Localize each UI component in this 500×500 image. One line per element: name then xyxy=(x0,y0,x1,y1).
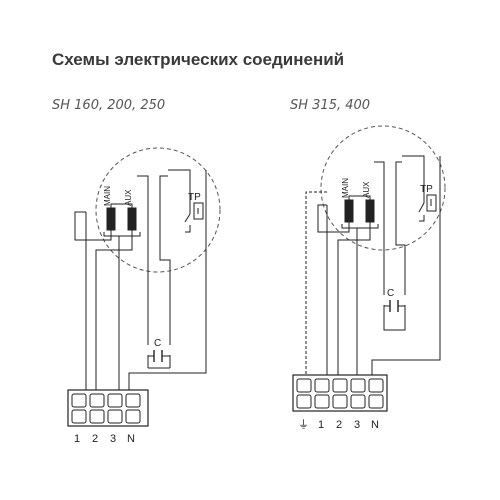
terminal-label-left-1: 1 xyxy=(74,433,80,445)
terminal-label-left-n: N xyxy=(127,433,135,445)
ground-icon: ⏚ xyxy=(298,418,309,431)
diagram-left-model-label: SH 160, 200, 250 xyxy=(52,98,166,113)
aux-winding-coil-left xyxy=(127,207,137,231)
terminal-cells-left xyxy=(71,393,141,424)
main-label-left: MAIN xyxy=(103,186,112,206)
terminal-label-right-n: N xyxy=(371,419,379,431)
main-winding-coil-right xyxy=(344,199,354,223)
aux-winding-coil-right xyxy=(365,199,375,223)
capacitor-label-left: C xyxy=(154,338,161,349)
terminal-block-right xyxy=(292,374,388,412)
main-winding-coil-left xyxy=(106,207,116,231)
main-label-right: MAIN xyxy=(341,178,350,198)
ground-wire-right xyxy=(305,191,327,375)
tp-label-left: TP xyxy=(188,192,201,203)
thermal-protector-left xyxy=(193,202,204,220)
diagram-left xyxy=(67,147,221,427)
capacitor-right xyxy=(384,300,405,312)
motor-housing-circle-left xyxy=(95,147,221,273)
terminal-label-right-3: 3 xyxy=(354,419,360,431)
capacitor-label-right: C xyxy=(387,288,394,299)
motor-housing-circle-right xyxy=(320,125,446,251)
diagram-right xyxy=(292,125,446,412)
terminal-label-right-1: 1 xyxy=(318,419,324,431)
aux-label-left: AUX xyxy=(124,189,133,206)
page-title: Схемы электрических соединений xyxy=(52,50,345,69)
terminal-block-left xyxy=(67,389,149,427)
tp-label-right: TP xyxy=(420,184,433,195)
aux-label-right: AUX xyxy=(362,181,371,198)
diagram-right-model-label: SH 315, 400 xyxy=(290,98,371,113)
capacitor-left xyxy=(148,350,170,362)
terminal-cells-right xyxy=(296,378,384,409)
terminal-label-right-2: 2 xyxy=(336,419,342,431)
thermal-protector-right xyxy=(426,194,437,212)
terminal-label-left-3: 3 xyxy=(110,433,116,445)
terminal-label-left-2: 2 xyxy=(92,433,98,445)
